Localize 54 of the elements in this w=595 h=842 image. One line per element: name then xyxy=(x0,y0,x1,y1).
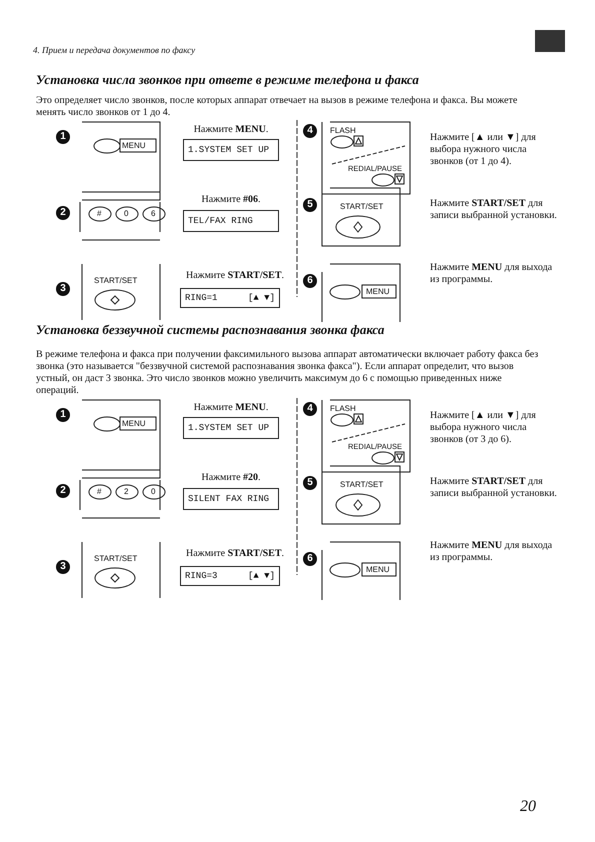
instruction-text: Нажмите START/SET. xyxy=(185,270,285,282)
display-text: [▲ ▼] xyxy=(248,293,275,303)
step-number: 2 xyxy=(56,206,70,220)
key-label: START/SET xyxy=(340,480,384,489)
key-label: MENU xyxy=(366,565,390,574)
instruction-text: Нажмите #20. xyxy=(200,472,262,484)
display-text: SILENT FAX RING xyxy=(188,494,270,504)
instruction-text: Нажмите [▲ или ▼] для выбора нужного числа звонков (от 1 до 4). xyxy=(430,132,537,168)
key-label: START/SET xyxy=(94,554,138,563)
step-number: 5 xyxy=(303,198,317,212)
key-label: FLASH xyxy=(330,404,356,413)
instruction-text: Нажмите MENU. xyxy=(192,402,270,414)
running-header: 4. Прием и передача документов по факсу xyxy=(33,45,196,55)
key-label: START/SET xyxy=(94,276,138,285)
display-text: RING=3 xyxy=(185,571,218,581)
step-number: 1 xyxy=(56,130,70,144)
step-number: 3 xyxy=(56,560,70,574)
instruction-text: Нажмите START/SET. xyxy=(185,548,285,560)
instruction-text: Нажмите START/SET для записи выбранной установки. xyxy=(430,198,558,222)
display-text: TEL/FAX RING xyxy=(188,216,253,226)
display-text: [▲ ▼] xyxy=(248,571,275,581)
step-number: 3 xyxy=(56,282,70,296)
key-label: # xyxy=(97,209,102,218)
key-label: 2 xyxy=(124,487,128,496)
intro-paragraph: Это определяет число звонков, после которых аппарат отвечает на вызов в режиме телефона и факса. Вы можете менять число звонков от 1 до 4. xyxy=(36,95,518,119)
step-number: 6 xyxy=(303,552,317,566)
display-text: RING=1 xyxy=(185,293,218,303)
display-text: 1.SYSTEM SET UP xyxy=(188,145,270,155)
step-number: 4 xyxy=(303,124,317,138)
step-number: 2 xyxy=(56,484,70,498)
instruction-text: Нажмите START/SET для записи выбранной установки. xyxy=(430,476,558,500)
section-heading: Установка числа звонков при ответе в режиме телефона и факса xyxy=(36,72,420,88)
intro-paragraph: В режиме телефона и факса при получении факсимильного вызова аппарат автоматически включает работу факса без звонка (это называется "беззвучной системой распознавания звонка факса"). Если аппарат определит, что вызов устный, он даст 3 звонка. Это число звонков можно увеличить максимум до 6 с помощью приведенных ниже операций. xyxy=(36,349,540,397)
display-text: 1.SYSTEM SET UP xyxy=(188,423,270,433)
instruction-text: Нажмите MENU для выхода из программы. xyxy=(430,540,554,564)
step-number: 1 xyxy=(56,408,70,422)
step-number: 6 xyxy=(303,274,317,288)
key-label: MENU xyxy=(366,287,390,296)
key-label: 0 xyxy=(151,487,156,496)
instruction-text: Нажмите MENU для выхода из программы. xyxy=(430,262,554,286)
step-number: 5 xyxy=(303,476,317,490)
page-number: 20 xyxy=(520,798,537,816)
key-label: 6 xyxy=(151,209,156,218)
instruction-text: Нажмите [▲ или ▼] для выбора нужного числа звонков (от 3 до 6). xyxy=(430,410,537,446)
instruction-text: Нажмите MENU. xyxy=(192,124,270,136)
key-label: MENU xyxy=(122,419,146,428)
key-label: # xyxy=(97,487,102,496)
step-number: 4 xyxy=(303,402,317,416)
instruction-text: Нажмите #06. xyxy=(200,194,262,206)
key-label: FLASH xyxy=(330,126,356,135)
key-label: 0 xyxy=(124,209,128,218)
section-heading: Установка беззвучной системы распознавания звонка факса xyxy=(36,322,386,338)
key-label: START/SET xyxy=(340,202,384,211)
key-label: MENU xyxy=(122,141,146,150)
